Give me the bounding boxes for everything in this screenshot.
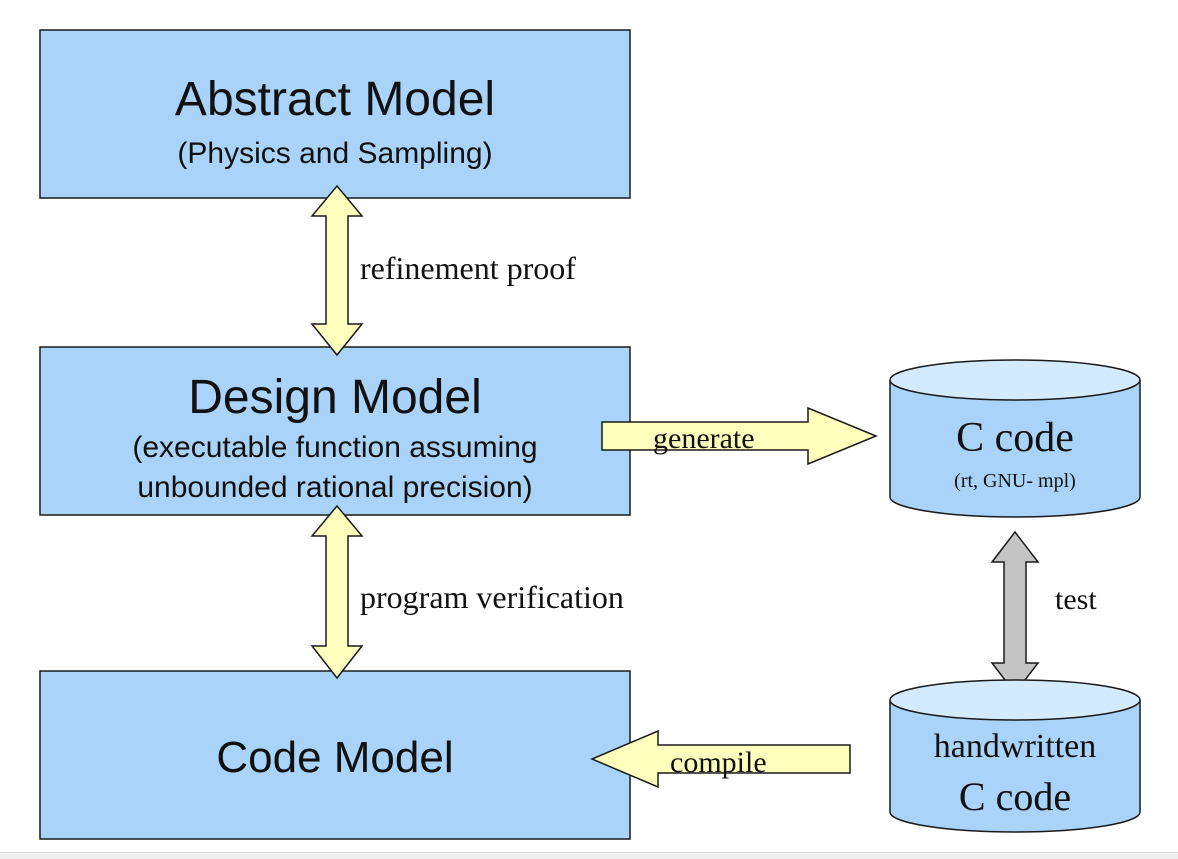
design-model-title: Design Model xyxy=(188,371,481,424)
compile-arrow xyxy=(590,729,851,789)
abstract-model-node[interactable]: Abstract Model (Physics and Sampling) xyxy=(39,29,631,199)
refinement-proof-arrow xyxy=(310,184,364,357)
generate-label: generate xyxy=(653,422,755,455)
c-code-title: C code xyxy=(956,415,1074,461)
compile-label: compile xyxy=(670,746,767,779)
test-arrow xyxy=(990,530,1040,695)
design-model-subtitle-line1: (executable function assuming xyxy=(132,431,537,464)
handwritten-line1: handwritten xyxy=(934,728,1096,765)
code-model-node[interactable]: Code Model xyxy=(39,670,631,840)
handwritten-line2: C code xyxy=(959,774,1071,819)
abstract-model-title: Abstract Model xyxy=(175,73,495,126)
generate-arrow xyxy=(601,406,878,466)
program-verification-arrow xyxy=(310,504,364,680)
design-model-node[interactable]: Design Model (executable function assumi… xyxy=(39,346,631,516)
c-code-subtitle: (rt, GNU- mpl) xyxy=(954,470,1076,492)
handwritten-c-code-node[interactable]: handwritten C code xyxy=(889,679,1141,833)
abstract-model-subtitle: (Physics and Sampling) xyxy=(177,137,492,170)
bottom-edge-strip xyxy=(0,852,1178,859)
c-code-node[interactable]: C code (rt, GNU- mpl) xyxy=(889,359,1141,518)
program-verification-label: program verification xyxy=(360,579,624,615)
code-model-title: Code Model xyxy=(216,733,453,782)
refinement-proof-label: refinement proof xyxy=(360,250,576,286)
design-model-subtitle-line2: unbounded rational precision) xyxy=(137,471,532,504)
test-label: test xyxy=(1055,583,1097,616)
